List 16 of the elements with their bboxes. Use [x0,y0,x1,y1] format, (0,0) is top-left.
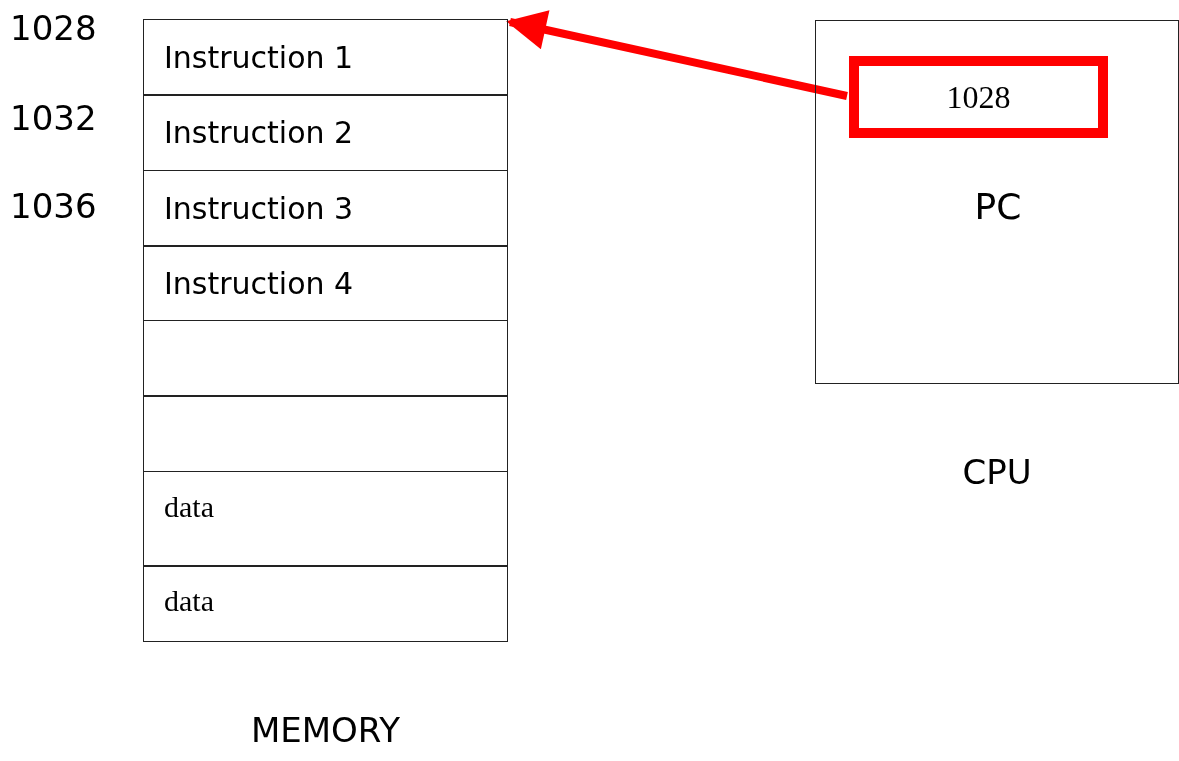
register-box: 1028 [849,56,1108,138]
register-label: PC [973,186,1023,227]
cpu-title: CPU [962,452,1032,492]
empty-memory-cell [143,319,508,397]
empty-memory-cell [143,395,508,472]
memory-title: MEMORY [250,710,401,750]
memory-cell: Instruction 1 [143,18,508,96]
arrow [506,10,848,100]
memory-cell: Instruction 2 [143,94,508,171]
address-label: 1032 [10,98,97,138]
memory-cell: data [143,470,508,567]
address-label: 1028 [10,8,97,48]
address-label: 1036 [10,186,97,226]
memory-cell: Instruction 4 [143,245,508,321]
memory-cell: Instruction 3 [143,169,508,247]
memory-cell: data [143,565,508,642]
